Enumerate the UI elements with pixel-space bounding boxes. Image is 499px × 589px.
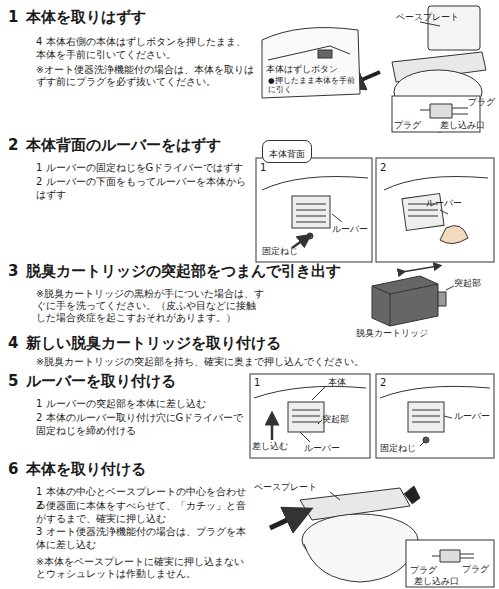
instruction: 3 オート便器洗浄機能付の場合は、プラグを本体に差し込む <box>36 526 250 551</box>
part-label: ルーバー <box>332 224 376 235</box>
panel-number: 2 <box>380 162 392 175</box>
part-label: 差し込み口 <box>440 120 496 131</box>
part-label: 本体 <box>328 377 358 388</box>
part-label: 固定ねじ <box>380 443 428 454</box>
step-heading: 新しい脱臭カートリッジを取り付ける <box>26 334 326 353</box>
step-number: 1 <box>8 8 24 27</box>
instruction: 4 本体右側の本体はずしボタンを押したまま、本体を手前に引いてください。 <box>36 36 254 61</box>
instruction: 2 本体のルーバー取り付け穴にGドライバーで固定ねじを締め付ける <box>36 412 246 437</box>
part-label: 突起部 <box>322 414 362 425</box>
step-heading: 本体を取りはずす <box>26 8 246 27</box>
part-label: ルーバー <box>454 411 494 422</box>
step-heading: 脱臭カートリッジの突起部をつまんで引き出す <box>26 262 366 281</box>
step-number: 6 <box>8 460 24 479</box>
part-label: ルーバー <box>304 443 348 454</box>
instruction: 2 ルーバーの下面をもってルーバーを本体からはずす <box>36 176 254 201</box>
part-label: ベースプレート <box>254 482 334 493</box>
note: ※脱臭カートリッジの黒粉が手についた場合は、すぐに手を洗ってください。（皮ふや目… <box>36 288 264 324</box>
part-label: 本体はずしボタン <box>266 64 366 75</box>
panel-number: 2 <box>380 377 392 390</box>
part-label: 突起部 <box>454 278 494 289</box>
step-heading: 本体背面のルーバーをはずす <box>26 136 252 155</box>
part-label: プラグ <box>394 120 430 131</box>
note: ※脱臭カートリッジの突起部を持ち、確実に奥まで押し込んでください。 <box>36 356 396 368</box>
instruction: 1 ルーバーの突起部を本体に差し込む <box>36 398 246 411</box>
part-label: プラグ <box>410 565 446 576</box>
step-heading: ルーバーを取り付ける <box>26 372 246 391</box>
tag-text: 本体背面 <box>269 149 305 159</box>
instruction: 2 便器面に本体をすべらせて、「カチッ」と音がするまで、確実に押し込む <box>36 500 250 525</box>
step-number: 3 <box>8 262 24 281</box>
step-number: 5 <box>8 372 24 391</box>
step-number: 4 <box>8 334 24 353</box>
part-label: 脱臭カートリッジ <box>356 328 446 339</box>
part-label: 差し込む <box>252 441 296 452</box>
note: ※オート便器洗浄機能付の場合は、本体を取りはずす前にプラグを必ず抜いてください。 <box>36 64 254 88</box>
part-label: 差し込み口 <box>414 576 470 587</box>
part-label: ルーバー <box>426 198 470 209</box>
panel-number: 1 <box>260 162 272 175</box>
callout-text: ●押したまま本体を手前に引く <box>268 76 358 95</box>
part-label: プラグ <box>462 564 494 575</box>
part-label: プラグ <box>468 97 498 108</box>
step-number: 2 <box>8 136 24 155</box>
part-label: ベースプレート <box>396 12 486 23</box>
part-label: 固定ねじ <box>262 246 312 257</box>
note: ※本体をベースプレートに確実に押し込まないとウォシュレットは作動しません。 <box>36 556 250 580</box>
step-heading: 本体を取り付ける <box>26 460 246 479</box>
section-tag: 本体背面 <box>262 140 312 163</box>
panel-number: 1 <box>254 377 266 390</box>
instruction: 1 ルーバーの固定ねじをGドライバーではずす <box>36 162 254 175</box>
